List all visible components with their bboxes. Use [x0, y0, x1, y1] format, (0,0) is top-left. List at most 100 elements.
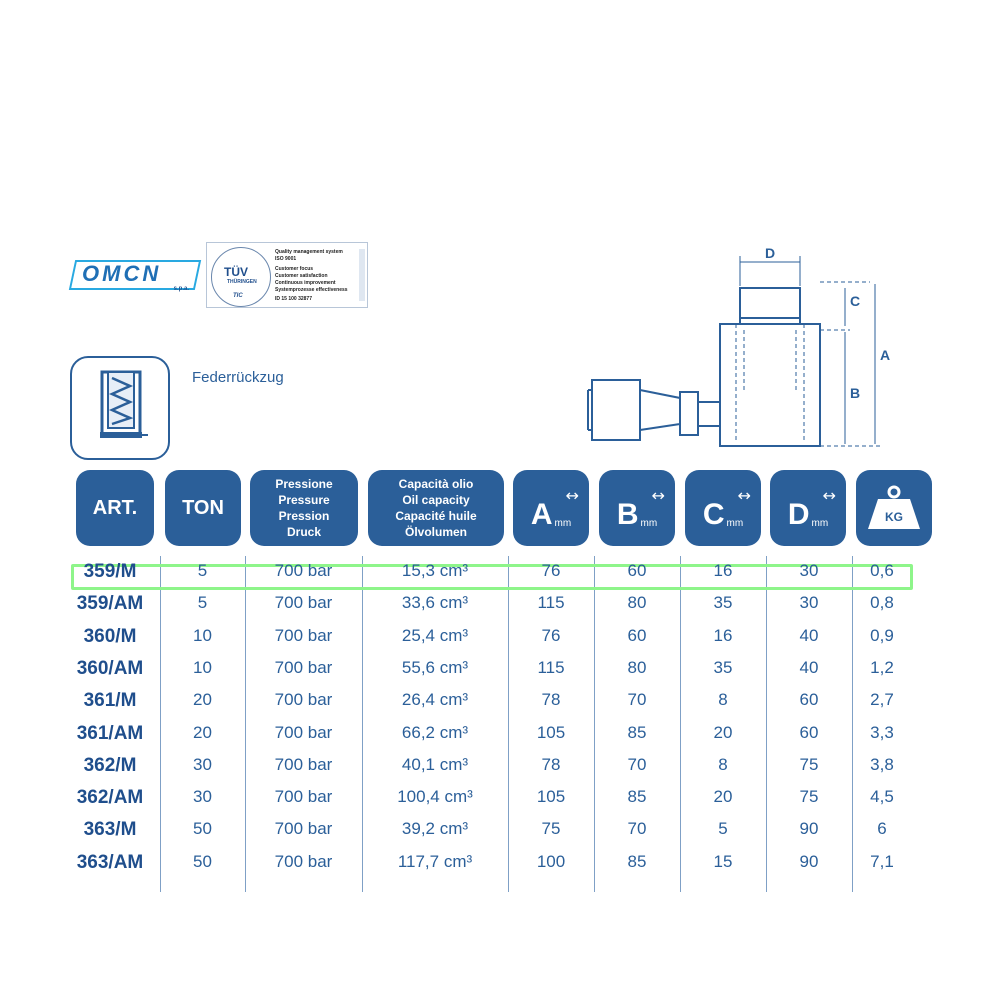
- header-pressure-fr: Pression: [278, 509, 330, 523]
- cell-c: 8: [718, 690, 728, 710]
- cell-pressure: 700 bar: [274, 722, 333, 742]
- cell-kg: 0,9: [870, 625, 894, 645]
- header-a-letter: A: [530, 498, 553, 531]
- cell-art: 361/AM: [76, 722, 144, 744]
- cert-seal-text: TÜV: [224, 265, 248, 279]
- cell-art: 363/AM: [76, 851, 144, 873]
- cell-a: 100: [536, 851, 566, 871]
- header-d-letter: D: [787, 498, 810, 531]
- header-pressure-it: Pressione: [275, 477, 333, 491]
- cell-ton: 30: [193, 754, 212, 774]
- cell-pressure: 700 bar: [274, 625, 333, 645]
- header-pressure-de: Druck: [286, 525, 321, 539]
- header-capacity-fr: Capacité huile: [395, 509, 477, 523]
- cell-ton: 5: [197, 561, 208, 580]
- cert-number: ID 15 100 32877: [275, 296, 312, 302]
- cell-capacity: 117,7 cm³: [397, 851, 473, 871]
- cell-art: 359/M: [83, 561, 137, 582]
- header-art: ART.: [76, 470, 154, 546]
- header-capacity-it: Capacità olio: [398, 477, 474, 491]
- cell-d: 30: [799, 561, 819, 580]
- cell-art: 359/AM: [76, 593, 144, 615]
- cell-capacity: 100,4 cm³: [397, 787, 473, 807]
- cell-c: 20: [713, 787, 733, 807]
- cell-c: 5: [718, 819, 728, 839]
- cert-point: Systemprozesse effectiveness: [275, 287, 348, 293]
- cell-d: 40: [799, 657, 819, 677]
- header-b-letter: B: [616, 498, 639, 531]
- cell-capacity: 25,4 cm³: [401, 625, 469, 645]
- cell-kg: 6: [877, 819, 887, 839]
- cert-text: Quality management system ISO 9001 Custo…: [275, 249, 361, 303]
- cell-pressure: 700 bar: [274, 657, 333, 677]
- header-capacity-en: Oil capacity: [402, 493, 470, 507]
- cell-ton: 30: [193, 787, 212, 807]
- cell-pressure: 700 bar: [274, 819, 333, 839]
- cell-b: 70: [627, 819, 647, 839]
- cell-a: 76: [541, 625, 561, 645]
- spring-return-label: Federrückzug: [192, 369, 284, 386]
- double-arrow-icon: ↔: [737, 486, 751, 505]
- cell-a: 105: [536, 787, 566, 807]
- cell-b: 85: [627, 851, 647, 871]
- cylinder-drawing: D C A B: [587, 245, 890, 447]
- double-arrow-icon: ↔: [822, 486, 836, 505]
- cell-b: 60: [627, 561, 647, 580]
- cell-kg: 1,2: [870, 657, 894, 677]
- cell-kg: 3,3: [870, 722, 894, 742]
- header-kg-label: KG: [885, 510, 903, 524]
- header-ton-label: TON: [182, 496, 224, 519]
- cell-d: 60: [799, 722, 819, 742]
- header-capacity: Capacità olio Oil capacity Capacité huil…: [368, 470, 504, 546]
- spring-return-icon: [70, 356, 170, 460]
- cell-b: 85: [627, 722, 647, 742]
- dim-label-a: A: [880, 347, 890, 363]
- logo-suffix: s.p.a.: [173, 286, 189, 292]
- header-pressure: Pressione Pressure Pression Druck: [250, 470, 358, 546]
- header-c-letter: C: [702, 498, 725, 531]
- cell-pressure: 700 bar: [274, 593, 333, 613]
- cell-a: 78: [541, 690, 561, 710]
- double-arrow-icon: ↔: [651, 486, 665, 505]
- cell-pressure: 700 bar: [274, 754, 333, 774]
- cell-pressure: 700 bar: [274, 690, 333, 710]
- cell-c: 20: [713, 722, 733, 742]
- weight-icon: KG: [868, 485, 920, 529]
- cell-art: 362/AM: [76, 787, 144, 809]
- cell-ton: 5: [197, 593, 208, 613]
- cell-b: 60: [627, 625, 647, 645]
- cell-d: 30: [799, 593, 819, 613]
- cell-capacity: 40,1 cm³: [401, 754, 469, 774]
- cell-art: 361/M: [83, 690, 137, 712]
- cell-pressure: 700 bar: [274, 787, 333, 807]
- cell-capacity: 15,3 cm³: [401, 561, 469, 580]
- cell-ton: 20: [193, 690, 212, 710]
- dim-label-b: B: [850, 385, 860, 401]
- header-pressure-en: Pressure: [278, 493, 330, 507]
- cell-kg: 7,1: [870, 851, 894, 871]
- cell-kg: 4,5: [870, 787, 894, 807]
- cell-capacity: 33,6 cm³: [401, 593, 469, 613]
- double-arrow-icon: ↔: [565, 486, 579, 505]
- cert-point: Customer satisfaction: [275, 273, 328, 279]
- omcn-logo: OMCN s.p.a.: [68, 260, 202, 292]
- cell-art: 362/M: [83, 754, 137, 776]
- cell-ton: 20: [193, 722, 212, 742]
- cell-d: 90: [799, 851, 819, 871]
- cell-pressure: 700 bar: [274, 851, 333, 871]
- cell-d: 75: [799, 787, 819, 807]
- cell-capacity: 66,2 cm³: [401, 722, 469, 742]
- cell-kg: 2,7: [870, 690, 894, 710]
- cell-b: 80: [627, 593, 647, 613]
